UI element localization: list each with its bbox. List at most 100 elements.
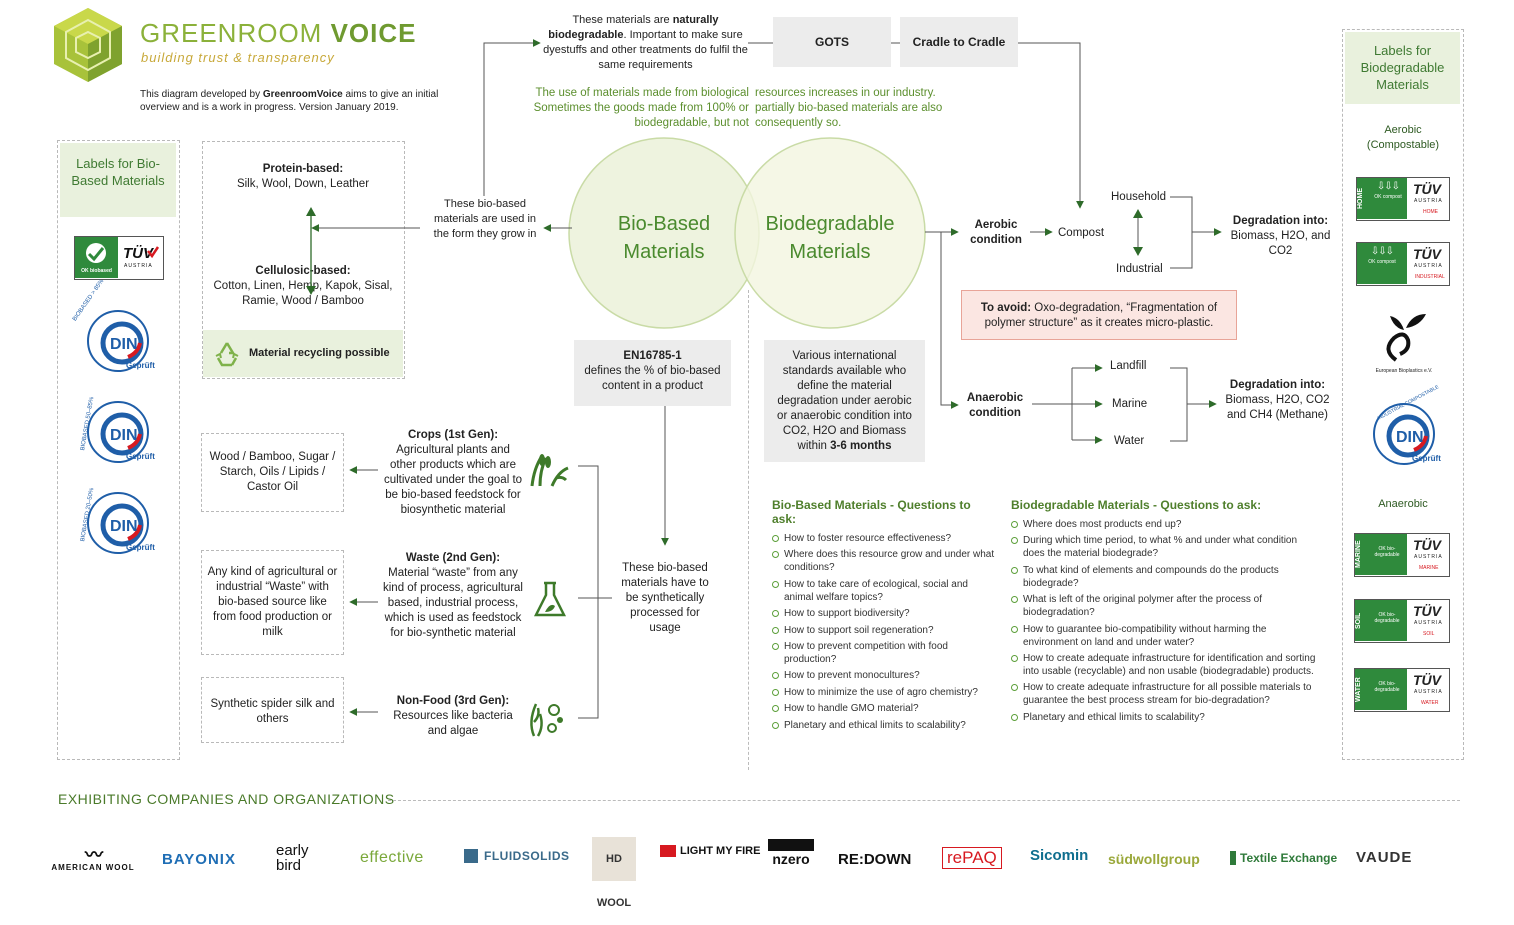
marine-node: Marine <box>1112 398 1148 410</box>
recycling-strip: Material recycling possible <box>203 330 403 377</box>
exhibitor-logo-row: 〰 AMERICAN WOOL BAYONIX early bird effec… <box>40 835 1480 909</box>
center-divider <box>748 290 749 770</box>
cube-logo-icon <box>54 8 122 82</box>
logo-textile-exchange: Textile Exchange <box>1230 851 1337 865</box>
brand-logo-mark <box>52 6 124 84</box>
list-item: What is left of the original polymer aft… <box>1011 593 1321 619</box>
gots-badge: GOTS <box>773 17 891 67</box>
list-item: How to take care of ecological, social a… <box>772 578 997 604</box>
natural-forms-box: Protein-based: Silk, Wool, Down, Leather… <box>202 141 405 379</box>
list-item: Where does this resource grow and under … <box>772 548 997 574</box>
gen2-desc: Waste (2nd Gen): Material “waste” from a… <box>383 552 523 639</box>
svg-text:DIN: DIN <box>1396 429 1424 446</box>
list-item: How to prevent competition with food pro… <box>772 640 997 666</box>
recycle-icon <box>215 342 239 367</box>
venn-right-title: Biodegradable Materials <box>765 213 895 263</box>
tuv-check-icon <box>147 246 160 259</box>
logo-nzero: nzero <box>768 839 814 867</box>
ok-biobased-icon: OK biobased <box>75 237 118 278</box>
tuv-text: TÜV <box>123 245 153 262</box>
european-bioplastics-label: European Bioplastics e.V. <box>1366 308 1442 378</box>
din-industrial-compostable: DIN INDUSTRIAL COMPOSTABLE Geprüft <box>1368 384 1441 470</box>
ok-biobased-label: OK biobased TÜV AUSTRIA <box>74 236 164 280</box>
gen2-examples: Any kind of agricultural or industrial “… <box>201 550 344 655</box>
landfill-node: Landfill <box>1110 360 1147 372</box>
right-labels-panel: Labels for Biodegradable Materials Aerob… <box>1342 29 1464 760</box>
list-item: How to create adequate infrastructure fo… <box>1011 681 1321 707</box>
avoid-box: To avoid: Oxo-degradation, “Fragmentatio… <box>961 290 1237 340</box>
logo-sicomin: Sicomin <box>1030 847 1089 864</box>
questions-degr-title: Biodegradable Materials - Questions to a… <box>1011 498 1262 512</box>
cradle-to-cradle-badge: Cradle to Cradle <box>900 17 1018 67</box>
din-geprueft-icon: DIN <box>1373 403 1435 465</box>
compost-arrows-icon: ⇩⇩⇩ OK compost <box>1357 243 1407 284</box>
anaerobic-degradation: Degradation into: Biomass, H2O, CO2 and … <box>1225 379 1330 421</box>
compost-arrows-icon: ⇩⇩⇩ OK compost <box>1369 178 1407 219</box>
gen3-examples: Synthetic spider silk and others <box>201 677 344 743</box>
svg-text:DIN: DIN <box>110 336 138 353</box>
protein-cellulosic-arrow <box>306 207 316 295</box>
logo-effective: effective <box>360 849 424 866</box>
left-labels-title: Labels for Bio-Based Materials <box>60 143 176 217</box>
cellulosic-block: Cellulosic-based: Cotton, Linen, Hemp, K… <box>213 265 393 307</box>
intl-standards-box: Various international standards availabl… <box>764 340 925 462</box>
intro-text: This diagram developed by GreenroomVoice… <box>140 89 439 113</box>
logo-light-my-fire: LIGHT MY FIRE <box>660 845 764 857</box>
brand-tagline: building trust & transparency <box>141 50 335 65</box>
venn-caption-left: The use of materials made from biologica… <box>533 87 749 129</box>
din-badge-20-50: DIN BIOBASED 20–50% Geprüft <box>80 487 155 559</box>
connector-lines <box>311 39 1222 719</box>
water-node: Water <box>1114 435 1145 447</box>
list-item: Planetary and ethical limits to scalabil… <box>1011 711 1321 724</box>
din-geprueft-icon: DIN <box>87 401 149 463</box>
logo-redown: RE:DOWN <box>838 851 912 868</box>
naturally-biodegradable-note: These materials are naturally biodegrada… <box>543 14 748 71</box>
exhibitors-title: EXHIBITING COMPANIES AND ORGANIZATIONS <box>58 791 395 807</box>
list-item: During which time period, to what % and … <box>1011 534 1321 560</box>
logo-repaq: rePAQ <box>942 847 1002 869</box>
logo-hd-wool: HD WOOL <box>592 837 636 909</box>
list-item: How to handle GMO material? <box>772 702 997 715</box>
din-badge-50-85: DIN BIOBASED 50–85% Geprüft <box>80 396 155 468</box>
list-item: Planetary and ethical limits to scalabil… <box>772 719 997 732</box>
logo-fluidsolids: FLUIDSOLIDS <box>464 849 570 863</box>
list-item: How to support biodiversity? <box>772 607 997 620</box>
aerobic-condition: Aerobic condition <box>970 219 1022 246</box>
industrial-node: Industrial <box>1116 263 1163 275</box>
anaerobic-condition: Anaerobic condition <box>966 392 1024 419</box>
crops-icon <box>530 454 569 487</box>
used-in-form-text: These bio-based materials are used in th… <box>433 198 537 240</box>
exhibitors-rule <box>388 800 1460 801</box>
questions-biodegradable: Biodegradable Materials - Questions to a… <box>1011 498 1321 727</box>
ok-compost-home-label: HOME ⇩⇩⇩ OK compost TÜV AUSTRIA HOME <box>1356 177 1450 221</box>
biodegradable-icon: OK bio-degradable <box>1367 534 1407 575</box>
compost-node: Compost <box>1058 227 1105 239</box>
recycling-text: Material recycling possible <box>249 347 390 359</box>
venn-left-title: Bio-Based Materials <box>617 213 711 263</box>
list-item: How to support soil regeneration? <box>772 624 997 637</box>
logo-american-wool: 〰 AMERICAN WOOL <box>51 845 135 872</box>
brand-name-bold: VOICE <box>330 18 417 48</box>
biodegradable-icon: OK bio-degradable <box>1367 600 1407 641</box>
list-item: How to prevent monocultures? <box>772 669 997 682</box>
household-node: Household <box>1111 191 1166 203</box>
svg-text:DIN: DIN <box>110 427 138 444</box>
ok-biodegradable-marine-label: MARINE OK bio-degradable TÜV AUSTRIA MAR… <box>1354 533 1450 577</box>
biodegradable-icon: OK bio-degradable <box>1367 669 1407 710</box>
gen1-desc: Crops (1st Gen): Agricultural plants and… <box>383 429 523 516</box>
protein-block: Protein-based: Silk, Wool, Down, Leather <box>236 163 370 190</box>
ok-compost-industrial-label: ⇩⇩⇩ OK compost TÜV AUSTRIA INDUSTRIAL <box>1356 242 1450 286</box>
brand-name: GREENROOM VOICE <box>140 18 417 49</box>
list-item: How to foster resource effectiveness? <box>772 532 997 545</box>
list-item: How to minimize the use of agro chemistr… <box>772 686 997 699</box>
ok-biodegradable-soil-label: SOIL OK bio-degradable TÜV AUSTRIA SOIL <box>1354 599 1450 643</box>
list-item: To what kind of elements and compounds d… <box>1011 564 1321 590</box>
anaerobic-label-heading: Anaerobic <box>1378 498 1428 510</box>
list-item: How to guarantee bio-compatibility witho… <box>1011 623 1321 649</box>
synthetic-usage-text: These bio-based materials have to be syn… <box>621 562 709 634</box>
questions-degr-list: Where does most products end up? During … <box>1011 518 1321 724</box>
logo-vaude: VAUDE <box>1356 849 1413 866</box>
questions-bio-list: How to foster resource effectiveness? Wh… <box>772 532 997 732</box>
logo-early-bird: early bird <box>276 842 309 874</box>
right-labels-title: Labels for Biodegradable Materials <box>1345 32 1460 104</box>
